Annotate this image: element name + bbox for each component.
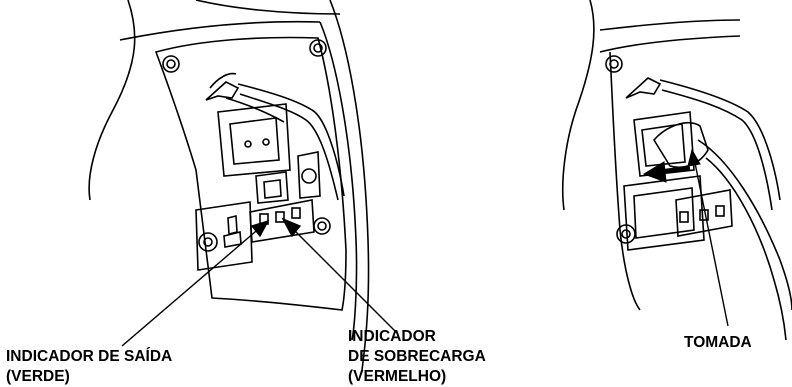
left-callout-arrows [121,217,399,347]
power-plug-leader [693,157,729,327]
output-indicator-label: INDICADOR DE SAÍDA (VERDE) [6,348,176,385]
overload-indicator-arrowhead [281,217,302,238]
right-callout-arrows [642,148,729,327]
output-indicator-arrowhead [250,219,270,238]
plug-direction-arrowhead [642,161,667,183]
right-generator-illustration [561,0,792,341]
left-generator-illustration [88,0,370,371]
overload-indicator-leader [289,225,399,335]
power-plug-arrowhead [687,148,701,167]
power-plug-label: TOMADA [684,334,752,351]
overload-indicator-label: INDICADOR DE SOBRECARGA (VERMELHO) [348,328,490,385]
output-indicator-leader [121,225,263,347]
